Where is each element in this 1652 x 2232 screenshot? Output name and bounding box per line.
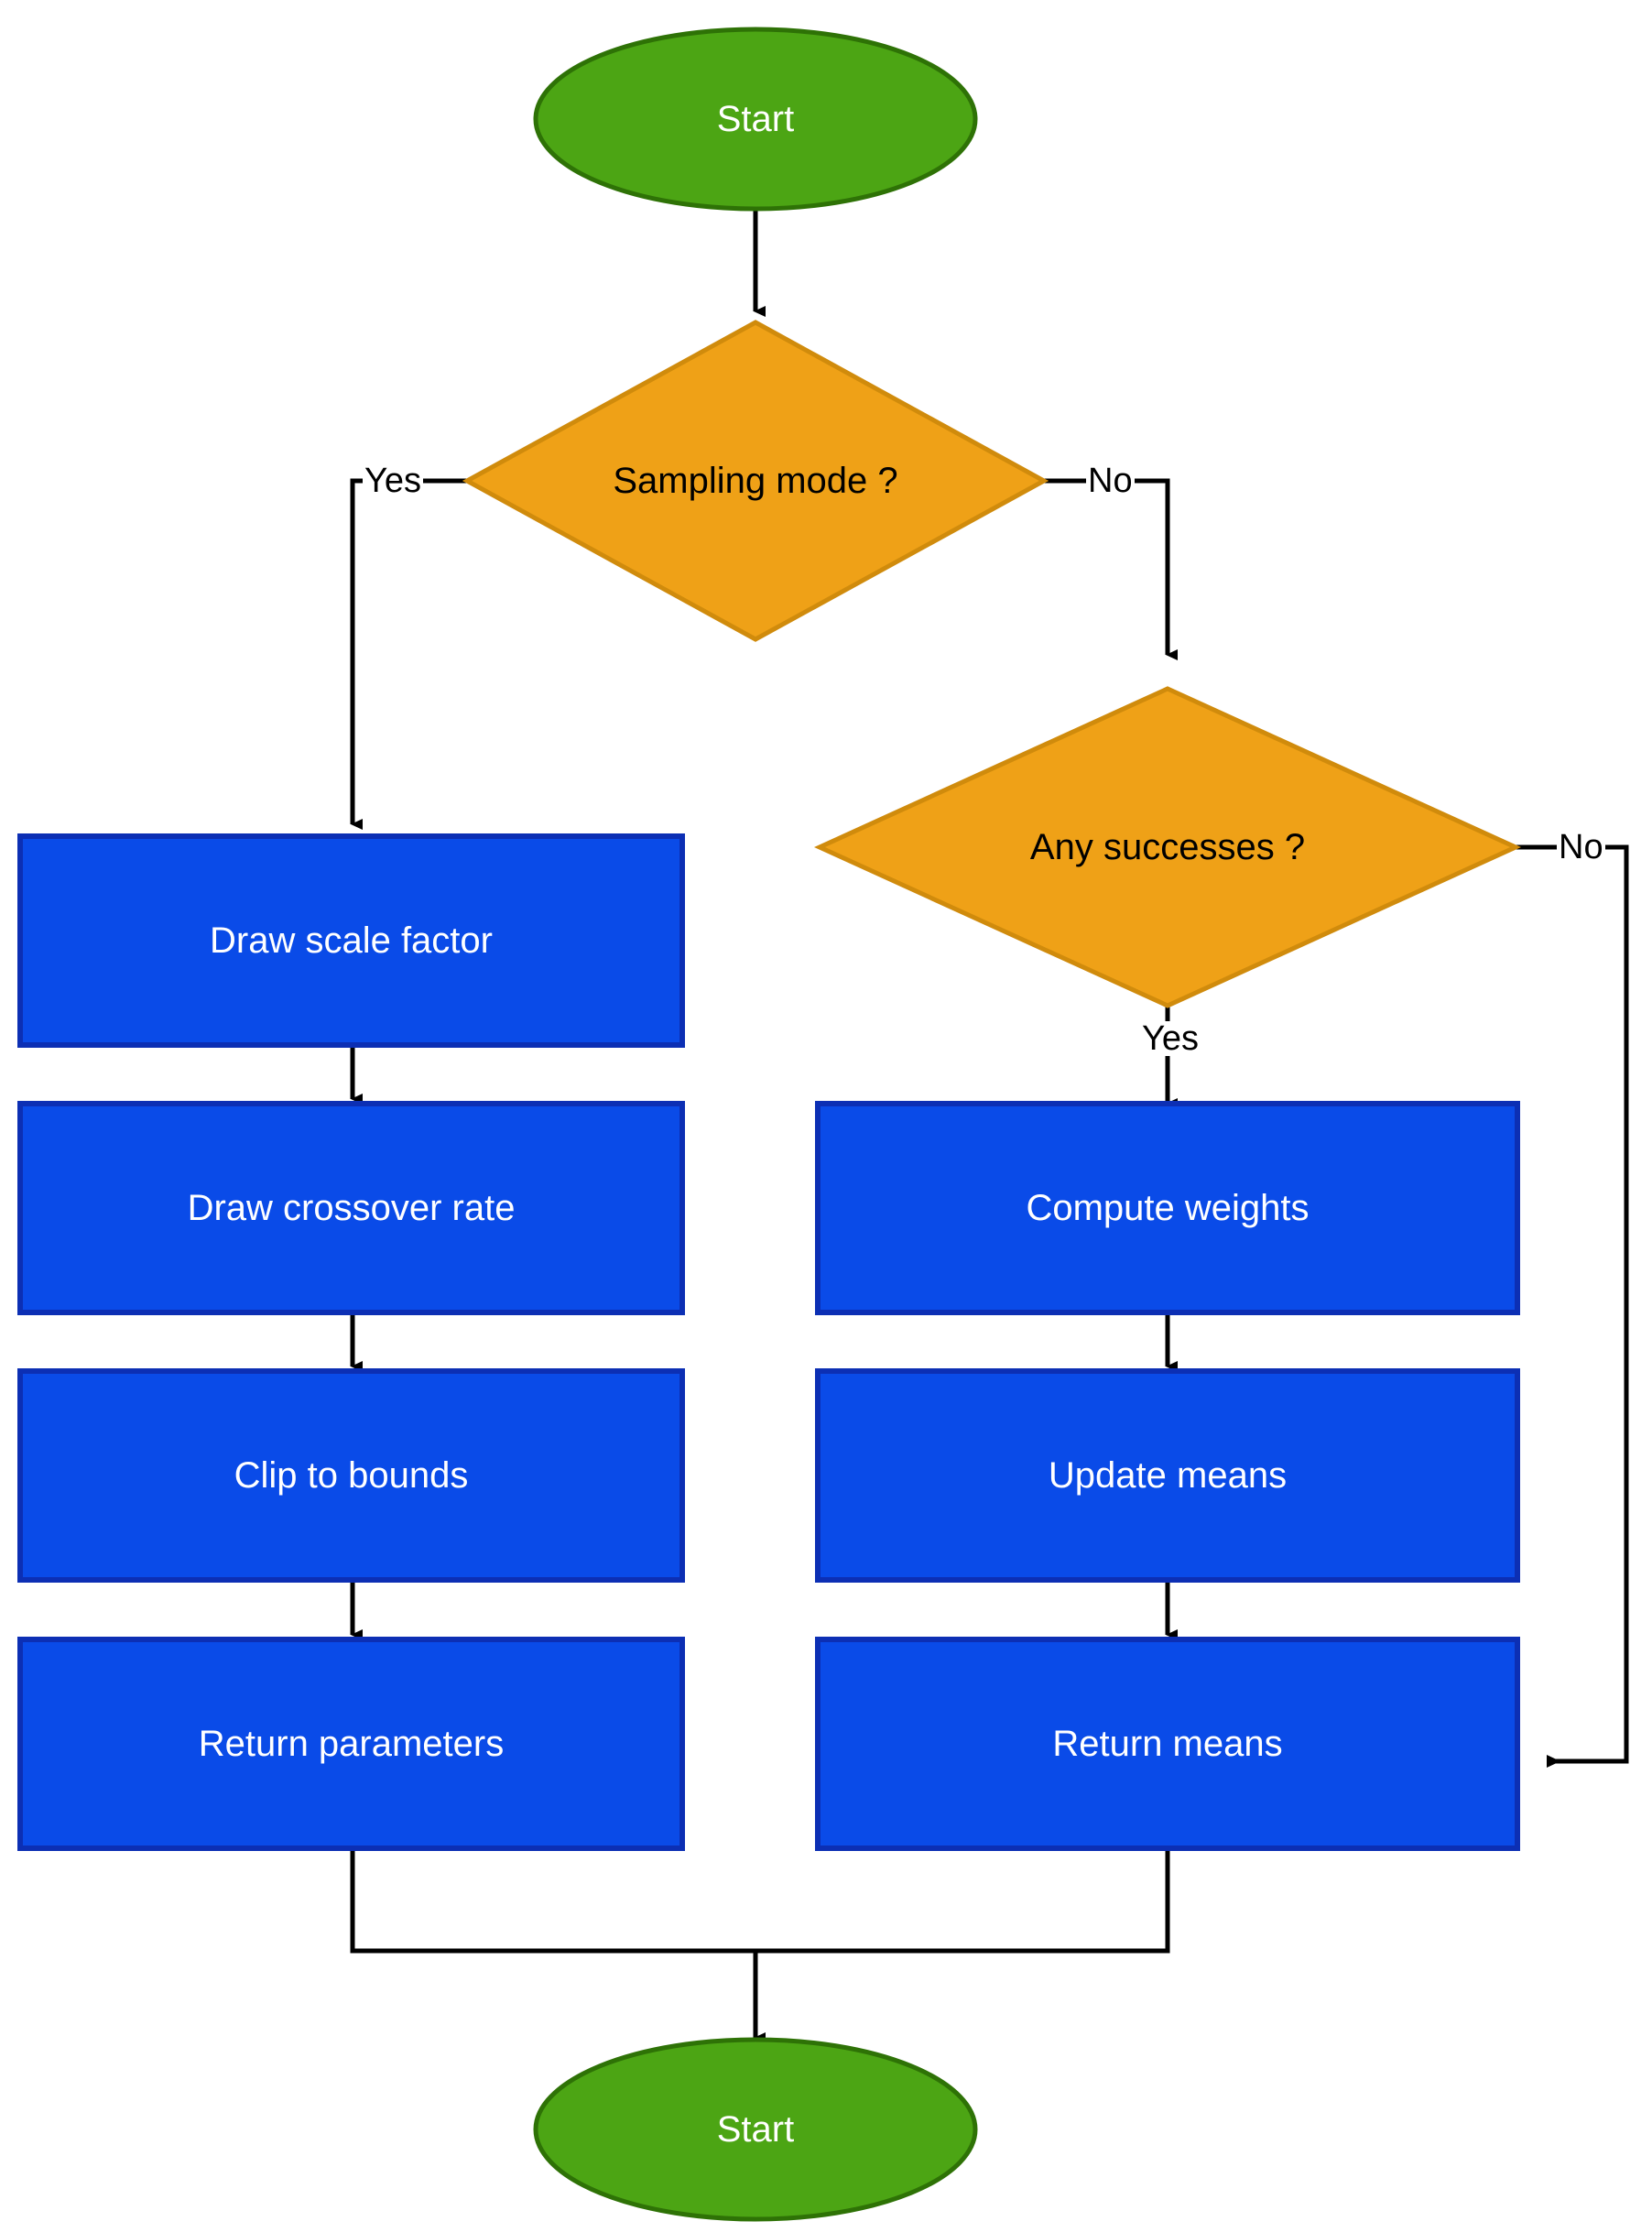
node-clip-to-bounds[interactable] [17, 1368, 685, 1583]
edge-sampling-yes [350, 478, 467, 830]
edge-label-successes-no: No [1557, 828, 1605, 866]
node-draw-scale-factor[interactable] [17, 833, 685, 1048]
node-draw-crossover-rate[interactable] [17, 1101, 685, 1315]
node-return-means[interactable] [815, 1637, 1520, 1851]
edge-label-sampling-yes: Yes [363, 462, 423, 500]
edge-returnparams-merge [350, 1848, 755, 1954]
node-sampling-mode[interactable] [462, 320, 1049, 642]
node-start-top[interactable] [533, 27, 978, 212]
node-compute-weights[interactable] [815, 1101, 1520, 1315]
node-start-bottom[interactable] [533, 2037, 978, 2222]
edge-sampling-no [1044, 478, 1178, 660]
edge-returnmeans-merge [755, 1848, 1170, 1954]
node-any-successes[interactable] [813, 686, 1522, 1008]
node-return-parameters[interactable] [17, 1637, 685, 1851]
edge-label-sampling-no: No [1086, 462, 1135, 500]
node-update-means[interactable] [815, 1368, 1520, 1583]
edge-label-successes-yes: Yes [1140, 1019, 1201, 1058]
